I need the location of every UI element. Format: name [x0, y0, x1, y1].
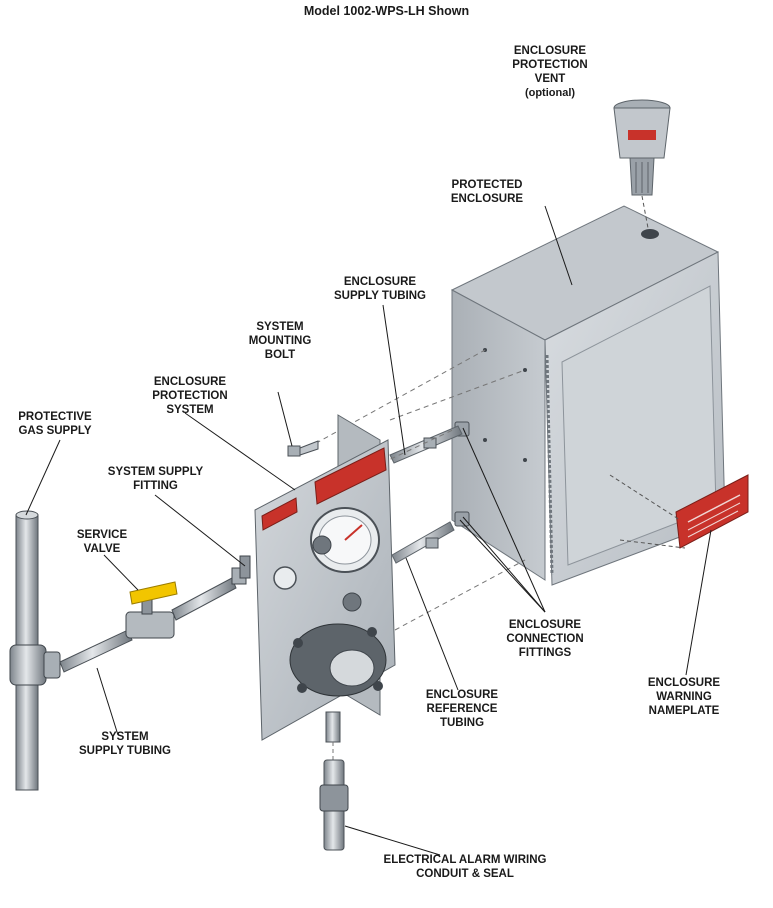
label-alarm-wiring: ELECTRICAL ALARM WIRING CONDUIT & SEAL [383, 854, 547, 880]
enclosure-tubing [259, 349, 526, 631]
alarm-conduit-seal [319, 742, 349, 851]
system-supply-tubing [59, 555, 251, 673]
service-valve [125, 581, 178, 639]
label-reference-tubing: ENCLOSURE REFERENCE TUBING [425, 689, 499, 729]
label-connection-fittings: ENCLOSURE CONNECTION FITTINGS [506, 619, 584, 659]
protection-vent [613, 99, 671, 229]
protection-system-panel [254, 414, 396, 743]
label-supply-tubing: ENCLOSURE SUPPLY TUBING [333, 276, 427, 302]
label-protected-enclosure: PROTECTED ENCLOSURE [450, 179, 524, 205]
label-protection-system: ENCLOSURE PROTECTION SYSTEM [152, 376, 228, 416]
label-supply-fitting: SYSTEM SUPPLY FITTING [107, 466, 204, 492]
label-mounting-bolt: SYSTEM MOUNTING BOLT [248, 321, 312, 361]
label-service-valve: SERVICE VALVE [76, 529, 128, 555]
protected-enclosure [450, 205, 726, 586]
label-gas-supply: PROTECTIVE GAS SUPPLY [18, 411, 92, 437]
mounting-bolt [287, 440, 319, 457]
gas-supply-pipe [9, 510, 61, 791]
label-warning-nameplate: ENCLOSURE WARNING NAMEPLATE [647, 677, 721, 717]
diagram-title: Model 1002-WPS-LH Shown [303, 4, 470, 18]
label-protection-vent: ENCLOSURE PROTECTION VENT (optional) [512, 45, 588, 99]
warning-nameplate [609, 474, 749, 549]
leader-lines [25, 205, 712, 856]
label-system-supply-tubing: SYSTEM SUPPLY TUBING [78, 731, 172, 757]
